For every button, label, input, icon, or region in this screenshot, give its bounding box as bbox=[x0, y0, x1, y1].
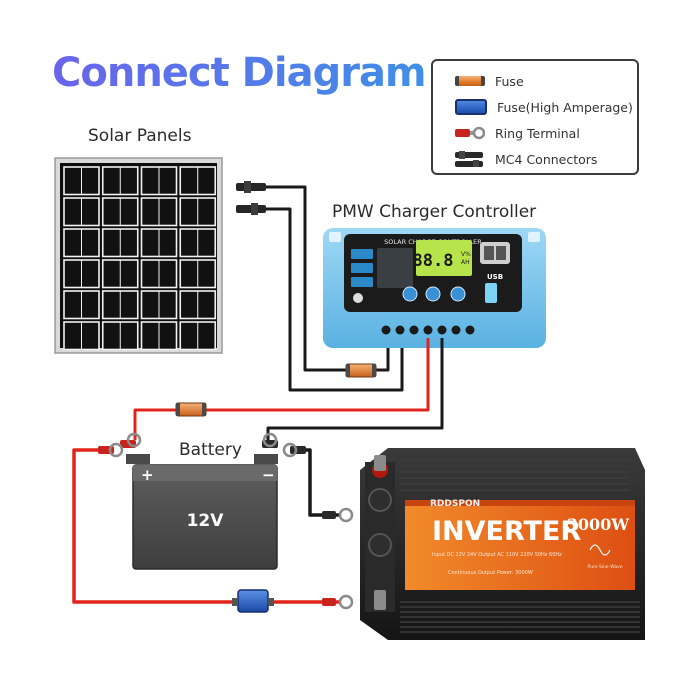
charge-controller: SOLAR CHARGE CONTROLLER 88.8 V% AH USB bbox=[323, 228, 546, 348]
inverter-name: INVERTER bbox=[432, 516, 581, 547]
high-amperage-fuse bbox=[232, 589, 274, 613]
battery-voltage: 12V bbox=[187, 511, 225, 531]
solar-panels-label: Solar Panels bbox=[88, 126, 192, 146]
ring-terminal-icon bbox=[455, 126, 485, 140]
inverter-fins bbox=[400, 459, 640, 633]
mc4-connector-icon bbox=[455, 151, 483, 167]
svg-text:AH: AH bbox=[461, 259, 470, 266]
legend: Fuse Fuse(High Amperage) Ring Terminal M… bbox=[431, 59, 639, 175]
inverter-continuous: Continuous Output Power: 3000W bbox=[448, 570, 533, 576]
inverter-wave: Pure Sine Wave bbox=[588, 564, 623, 570]
ring-terminal bbox=[282, 442, 306, 458]
legend-label: Fuse bbox=[495, 73, 524, 89]
legend-item-fuse: Fuse bbox=[455, 71, 524, 91]
usb-label: USB bbox=[487, 273, 503, 281]
fuse bbox=[345, 363, 377, 378]
controller-terminals bbox=[381, 325, 475, 335]
controller-label: PMW Charger Controller bbox=[332, 202, 537, 222]
solar-panel bbox=[54, 157, 223, 354]
ring-terminal bbox=[322, 594, 354, 610]
ring-terminal bbox=[262, 432, 278, 448]
battery: + − 12V bbox=[126, 454, 278, 570]
svg-text:V%: V% bbox=[461, 251, 471, 258]
legend-label: MC4 Connectors bbox=[495, 151, 598, 167]
solar-cells bbox=[63, 166, 217, 351]
ring-terminal bbox=[322, 507, 354, 523]
legend-item-ring-terminal: Ring Terminal bbox=[455, 123, 580, 143]
inverter-spec: Input DC 12V 24V Output AC 110V 220V 50H… bbox=[432, 552, 562, 558]
legend-item-mc4: MC4 Connectors bbox=[455, 149, 597, 169]
battery-plus-sign: + bbox=[141, 466, 154, 484]
legend-item-high-amperage-fuse: Fuse(High Amperage) bbox=[455, 97, 633, 117]
inverter-brand: RDDSPON bbox=[430, 499, 480, 509]
lcd-readout: 88.8 bbox=[413, 251, 454, 271]
solar-wires bbox=[266, 185, 404, 392]
page-title: Connect Diagram bbox=[52, 50, 427, 96]
ring-terminal bbox=[120, 432, 142, 448]
mc4-connectors bbox=[236, 181, 266, 215]
legend-label: Fuse(High Amperage) bbox=[497, 99, 633, 115]
ring-terminal bbox=[98, 442, 124, 458]
battery-minus-sign: − bbox=[262, 466, 275, 484]
fuse bbox=[175, 402, 207, 417]
legend-label: Ring Terminal bbox=[495, 125, 580, 141]
inverter-power: 3000W bbox=[567, 515, 631, 534]
inverter: RDDSPON INVERTER 3000W Input DC 12V 24V … bbox=[360, 448, 645, 640]
high-amperage-fuse-icon bbox=[455, 99, 487, 115]
battery-label: Battery bbox=[179, 440, 242, 460]
fuse-icon bbox=[455, 76, 485, 86]
